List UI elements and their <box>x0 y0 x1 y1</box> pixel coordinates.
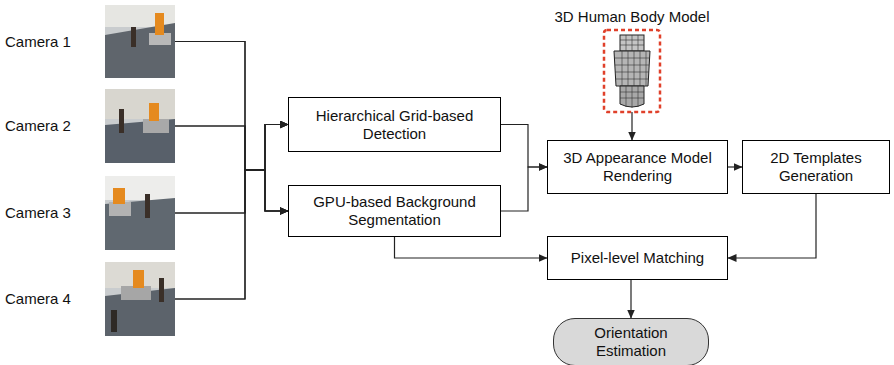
person <box>145 194 150 218</box>
lab-floor <box>105 23 175 78</box>
lab-table <box>121 286 151 300</box>
person <box>119 109 124 133</box>
lab-floor <box>105 119 175 163</box>
box-label: 2D Templates Generation <box>749 149 883 185</box>
camera-view: Camera 1 <box>5 5 175 78</box>
camera-label: Camera 2 <box>5 117 71 135</box>
camera-label: Camera 3 <box>5 204 71 222</box>
text-holder: 2D Templates Generation <box>749 149 883 185</box>
person <box>159 278 164 302</box>
body-model: 3D Human Body Model <box>530 8 734 112</box>
flow-arrow <box>175 170 288 213</box>
flow-arrow <box>501 167 547 211</box>
lab-table <box>109 202 131 216</box>
view-frame <box>105 262 175 336</box>
text-holder: Orientation Estimation <box>562 324 700 360</box>
process-box: Pixel-level Matching <box>547 236 728 280</box>
flow-arrow <box>175 42 288 212</box>
flow-arrow <box>728 194 816 258</box>
flow-arrow <box>175 170 288 299</box>
process-box: GPU-based Background Segmentation <box>288 185 501 237</box>
lab-wall <box>105 5 175 27</box>
process-box: 3D Appearance Model Rendering <box>547 140 728 194</box>
box-label: Orientation Estimation <box>562 324 700 360</box>
flow-arrow <box>175 125 288 214</box>
text-holder: Hierarchical Grid-based Detection <box>295 107 494 143</box>
camera-view <box>105 89 175 163</box>
robot-arm <box>133 270 144 288</box>
body-model-illustration <box>614 35 650 108</box>
flow-arrow <box>175 126 288 211</box>
lab-wall <box>105 89 175 119</box>
mesh-lines <box>615 35 649 108</box>
text-holder: 3D Appearance Model Rendering <box>554 149 721 185</box>
view-frame <box>105 176 175 250</box>
text-holder: Pixel-level Matching <box>571 249 704 267</box>
flow-arrow <box>395 237 548 258</box>
box-label: Pixel-level Matching <box>571 249 704 267</box>
flow-arrow <box>501 125 547 168</box>
lab-wall <box>105 262 175 288</box>
process-box: 2D Templates Generation <box>742 140 890 194</box>
person <box>111 310 117 332</box>
camera-view: Camera 4 <box>5 262 175 336</box>
robot-arm <box>113 188 125 204</box>
view-frame <box>105 89 175 163</box>
camera-view: Camera 3 <box>5 176 175 250</box>
camera-view <box>105 262 175 336</box>
person <box>131 27 136 47</box>
lab-table <box>143 119 169 133</box>
camera-view <box>105 176 175 250</box>
robot-arm <box>149 103 159 121</box>
box-label: GPU-based Background Segmentation <box>295 193 494 229</box>
torso-mesh <box>614 51 650 86</box>
text-holder: GPU-based Background Segmentation <box>295 193 494 229</box>
camera-label: Camera 1 <box>5 33 71 51</box>
flow-arrow <box>175 125 288 171</box>
flow-arrow <box>630 280 631 318</box>
flow-arrow <box>728 166 742 167</box>
flow-arrow <box>175 125 288 300</box>
process-box: Hierarchical Grid-based Detection <box>288 97 501 152</box>
terminal-pill: Orientation Estimation <box>553 318 709 365</box>
robot-arm <box>155 13 164 35</box>
lab-floor <box>105 198 175 250</box>
flow-arrow <box>175 42 288 171</box>
camera-view: Camera 2 <box>5 89 175 163</box>
camera-label: Camera 4 <box>5 290 71 308</box>
dashed-highlight <box>604 30 660 112</box>
flow-arrow <box>631 112 632 140</box>
box-label: Hierarchical Grid-based Detection <box>295 107 494 143</box>
model-heading: 3D Human Body Model <box>552 8 711 26</box>
camera-view <box>105 5 175 78</box>
view-frame <box>105 5 175 78</box>
box-label: 3D Appearance Model Rendering <box>554 149 721 185</box>
